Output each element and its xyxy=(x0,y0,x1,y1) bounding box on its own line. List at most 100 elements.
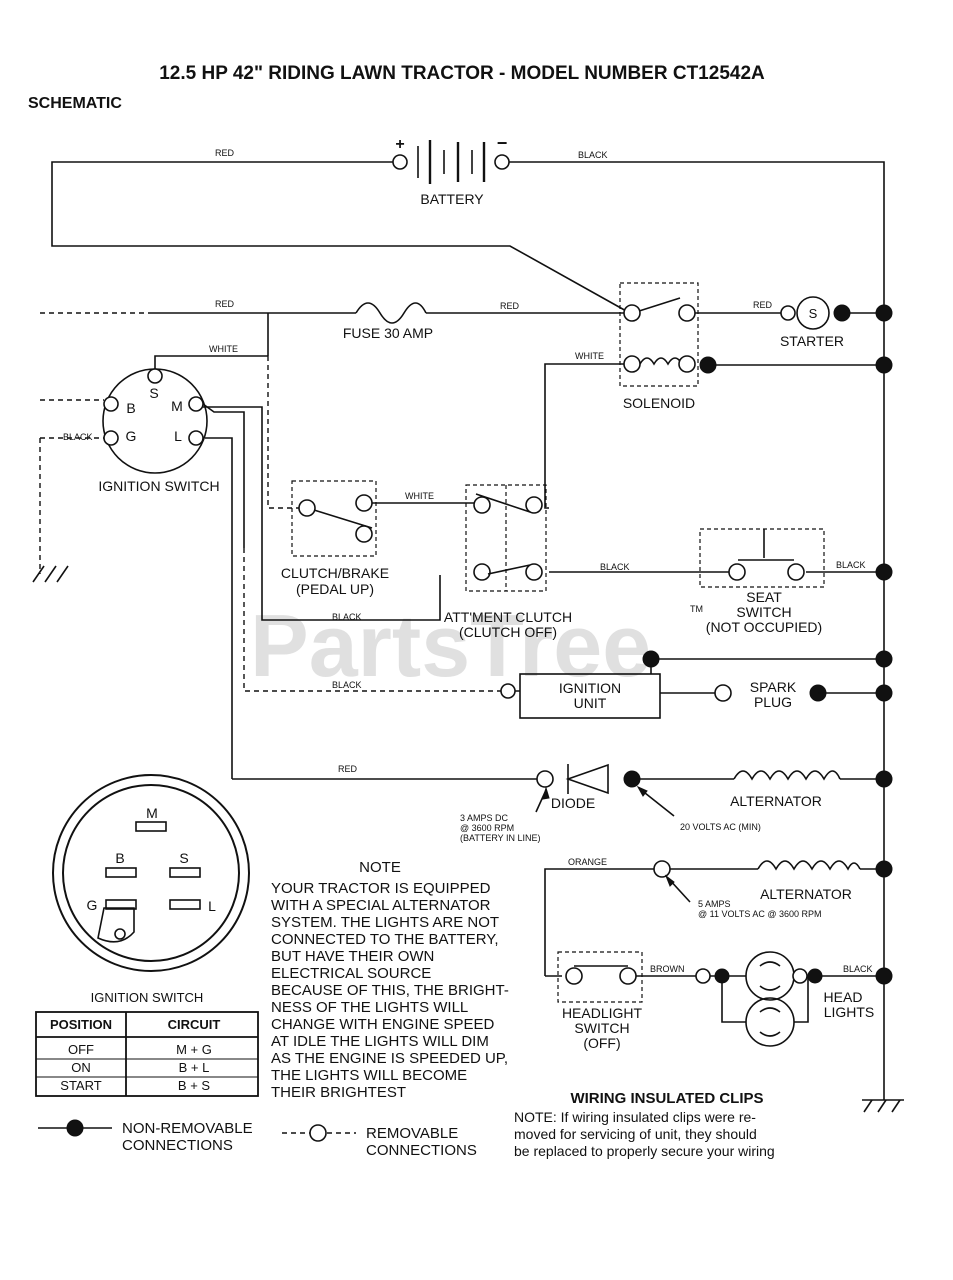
terminal-m: M xyxy=(171,398,183,414)
diode-rating-1: 3 AMPS DC xyxy=(460,813,509,823)
table-row-on-circuit: B + L xyxy=(179,1060,210,1075)
attachment-clutch-label-1: ATT'MENT CLUTCH xyxy=(444,609,572,625)
diode xyxy=(536,763,641,795)
clutch-wiring xyxy=(372,502,884,660)
wire-label-black-6: BLACK xyxy=(332,680,362,690)
fuse-label: FUSE 30 AMP xyxy=(343,325,433,341)
wire-label-black-5: BLACK xyxy=(836,560,866,570)
lighting-wiring xyxy=(544,868,884,1023)
attachment-clutch-label-2: (CLUTCH OFF) xyxy=(459,624,557,640)
spark-plug xyxy=(660,684,884,702)
face-terminal-l: L xyxy=(208,898,216,914)
seat-switch-label-3: (NOT OCCUPIED) xyxy=(706,619,822,635)
wire-label-white-3: WHITE xyxy=(405,491,434,501)
switch-table xyxy=(35,1011,259,1097)
note-line: AT IDLE THE LIGHTS WILL DIM xyxy=(271,1033,489,1050)
note-line: CHANGE WITH ENGINE SPEED xyxy=(271,1016,495,1033)
legend-non-removable-2: CONNECTIONS xyxy=(122,1137,233,1154)
diode-label: DIODE xyxy=(551,795,595,811)
wire-label-white-1: WHITE xyxy=(575,351,604,361)
table-row-start-circuit: B + S xyxy=(178,1078,210,1093)
terminal-s: S xyxy=(149,385,158,401)
table-row-on-position: ON xyxy=(71,1060,91,1075)
note-line: AS THE ENGINE IS SPEEDED UP, xyxy=(271,1050,508,1067)
head-lights-label-2: LIGHTS xyxy=(824,1004,875,1020)
table-row-start-position: START xyxy=(60,1078,101,1093)
wire-label-black-7: BLACK xyxy=(843,964,873,974)
clips-line: moved for servicing of unit, they should xyxy=(514,1126,757,1142)
battery-plus: + xyxy=(395,136,404,153)
wire-label-red-1: RED xyxy=(215,148,235,158)
battery-label: BATTERY xyxy=(420,191,484,207)
note-line: WITH A SPECIAL ALTERNATOR xyxy=(271,897,491,914)
wire-label-black-3: BLACK xyxy=(332,612,362,622)
note-line: THEIR BRIGHTEST xyxy=(271,1084,406,1101)
headlight-switch-label-2: SWITCH xyxy=(574,1020,629,1036)
wire-label-red-5: RED xyxy=(338,764,358,774)
face-terminal-b: B xyxy=(115,850,124,866)
face-terminal-g: G xyxy=(87,897,98,913)
bus-junctions xyxy=(642,304,893,985)
note-line: YOUR TRACTOR IS EQUIPPED xyxy=(271,880,491,897)
legend-removable-symbol xyxy=(282,1124,356,1142)
legend-non-removable-symbol xyxy=(38,1119,112,1137)
ignition-unit-label-1: IGNITION xyxy=(559,680,621,696)
seat-switch-label-2: SWITCH xyxy=(736,604,791,620)
solenoid-label: SOLENOID xyxy=(623,395,695,411)
table-header-position: POSITION xyxy=(50,1017,112,1032)
table-row-off-position: OFF xyxy=(68,1042,94,1057)
starter-label: STARTER xyxy=(780,333,844,349)
face-terminal-m: M xyxy=(146,805,158,821)
alternator-1 xyxy=(733,770,841,781)
wire-label-white-2: WHITE xyxy=(209,344,238,354)
wire-label-red-3: RED xyxy=(500,301,520,311)
diode-rating-3: (BATTERY IN LINE) xyxy=(460,833,541,843)
legend-non-removable-1: NON-REMOVABLE xyxy=(122,1120,253,1137)
note-line: NESS OF THE LIGHTS WILL xyxy=(271,999,468,1016)
face-terminal-s: S xyxy=(179,850,188,866)
terminal-g: G xyxy=(126,428,137,444)
clutch-brake-switch xyxy=(291,480,377,557)
terminal-b: B xyxy=(126,400,135,416)
clutch-brake-label-2: (PEDAL UP) xyxy=(296,581,374,597)
seat-switch xyxy=(699,528,825,588)
ground-symbol xyxy=(862,1099,904,1113)
fuse xyxy=(355,302,427,324)
spark-plug-label-2: PLUG xyxy=(754,694,792,710)
diode-arrows xyxy=(535,785,675,817)
note-line: THE LIGHTS WILL BECOME xyxy=(271,1067,467,1084)
ignition-unit xyxy=(500,659,661,719)
diode-rating-2: @ 3600 RPM xyxy=(460,823,514,833)
battery-minus: − xyxy=(497,133,508,153)
seat-switch-label-1: SEAT xyxy=(746,589,782,605)
lights-rating-1: 5 AMPS xyxy=(698,899,731,909)
clips-line: be replaced to properly secure your wiri… xyxy=(514,1143,775,1159)
alternator-2 xyxy=(653,860,861,878)
head-lights xyxy=(695,951,823,1047)
watermark-tm: TM xyxy=(690,604,703,614)
alternator-2-label: ALTERNATOR xyxy=(760,886,852,902)
wire-label-black-4: BLACK xyxy=(600,562,630,572)
note-line: ELECTRICAL SOURCE xyxy=(271,965,431,982)
attachment-clutch-switch xyxy=(465,484,547,592)
lights-arrow xyxy=(664,874,691,903)
legend-removable-2: CONNECTIONS xyxy=(366,1142,477,1159)
note-heading: NOTE xyxy=(359,859,401,876)
diagram-subtitle: SCHEMATIC xyxy=(28,95,122,112)
clips-line: NOTE: If wiring insulated clips were re- xyxy=(514,1109,756,1125)
table-row-off-circuit: M + G xyxy=(176,1042,212,1057)
wire-label-red-4: RED xyxy=(753,300,773,310)
note-line: BECAUSE OF THIS, THE BRIGHT- xyxy=(271,982,509,999)
lights-rating-2: @ 11 VOLTS AC @ 3600 RPM xyxy=(698,909,822,919)
ignition-switch-face xyxy=(52,774,250,972)
wire-label-orange: ORANGE xyxy=(568,857,607,867)
note-line: BUT HAVE THEIR OWN xyxy=(271,948,434,965)
note-line: CONNECTED TO THE BATTERY, xyxy=(271,931,499,948)
starter xyxy=(699,296,851,374)
watermark: PartsTree xyxy=(250,596,651,695)
headlight-switch-label-1: HEADLIGHT xyxy=(562,1005,643,1021)
wire-label-black-1: BLACK xyxy=(578,150,608,160)
table-header-circuit: CIRCUIT xyxy=(168,1017,221,1032)
headlight-switch xyxy=(557,951,643,1003)
